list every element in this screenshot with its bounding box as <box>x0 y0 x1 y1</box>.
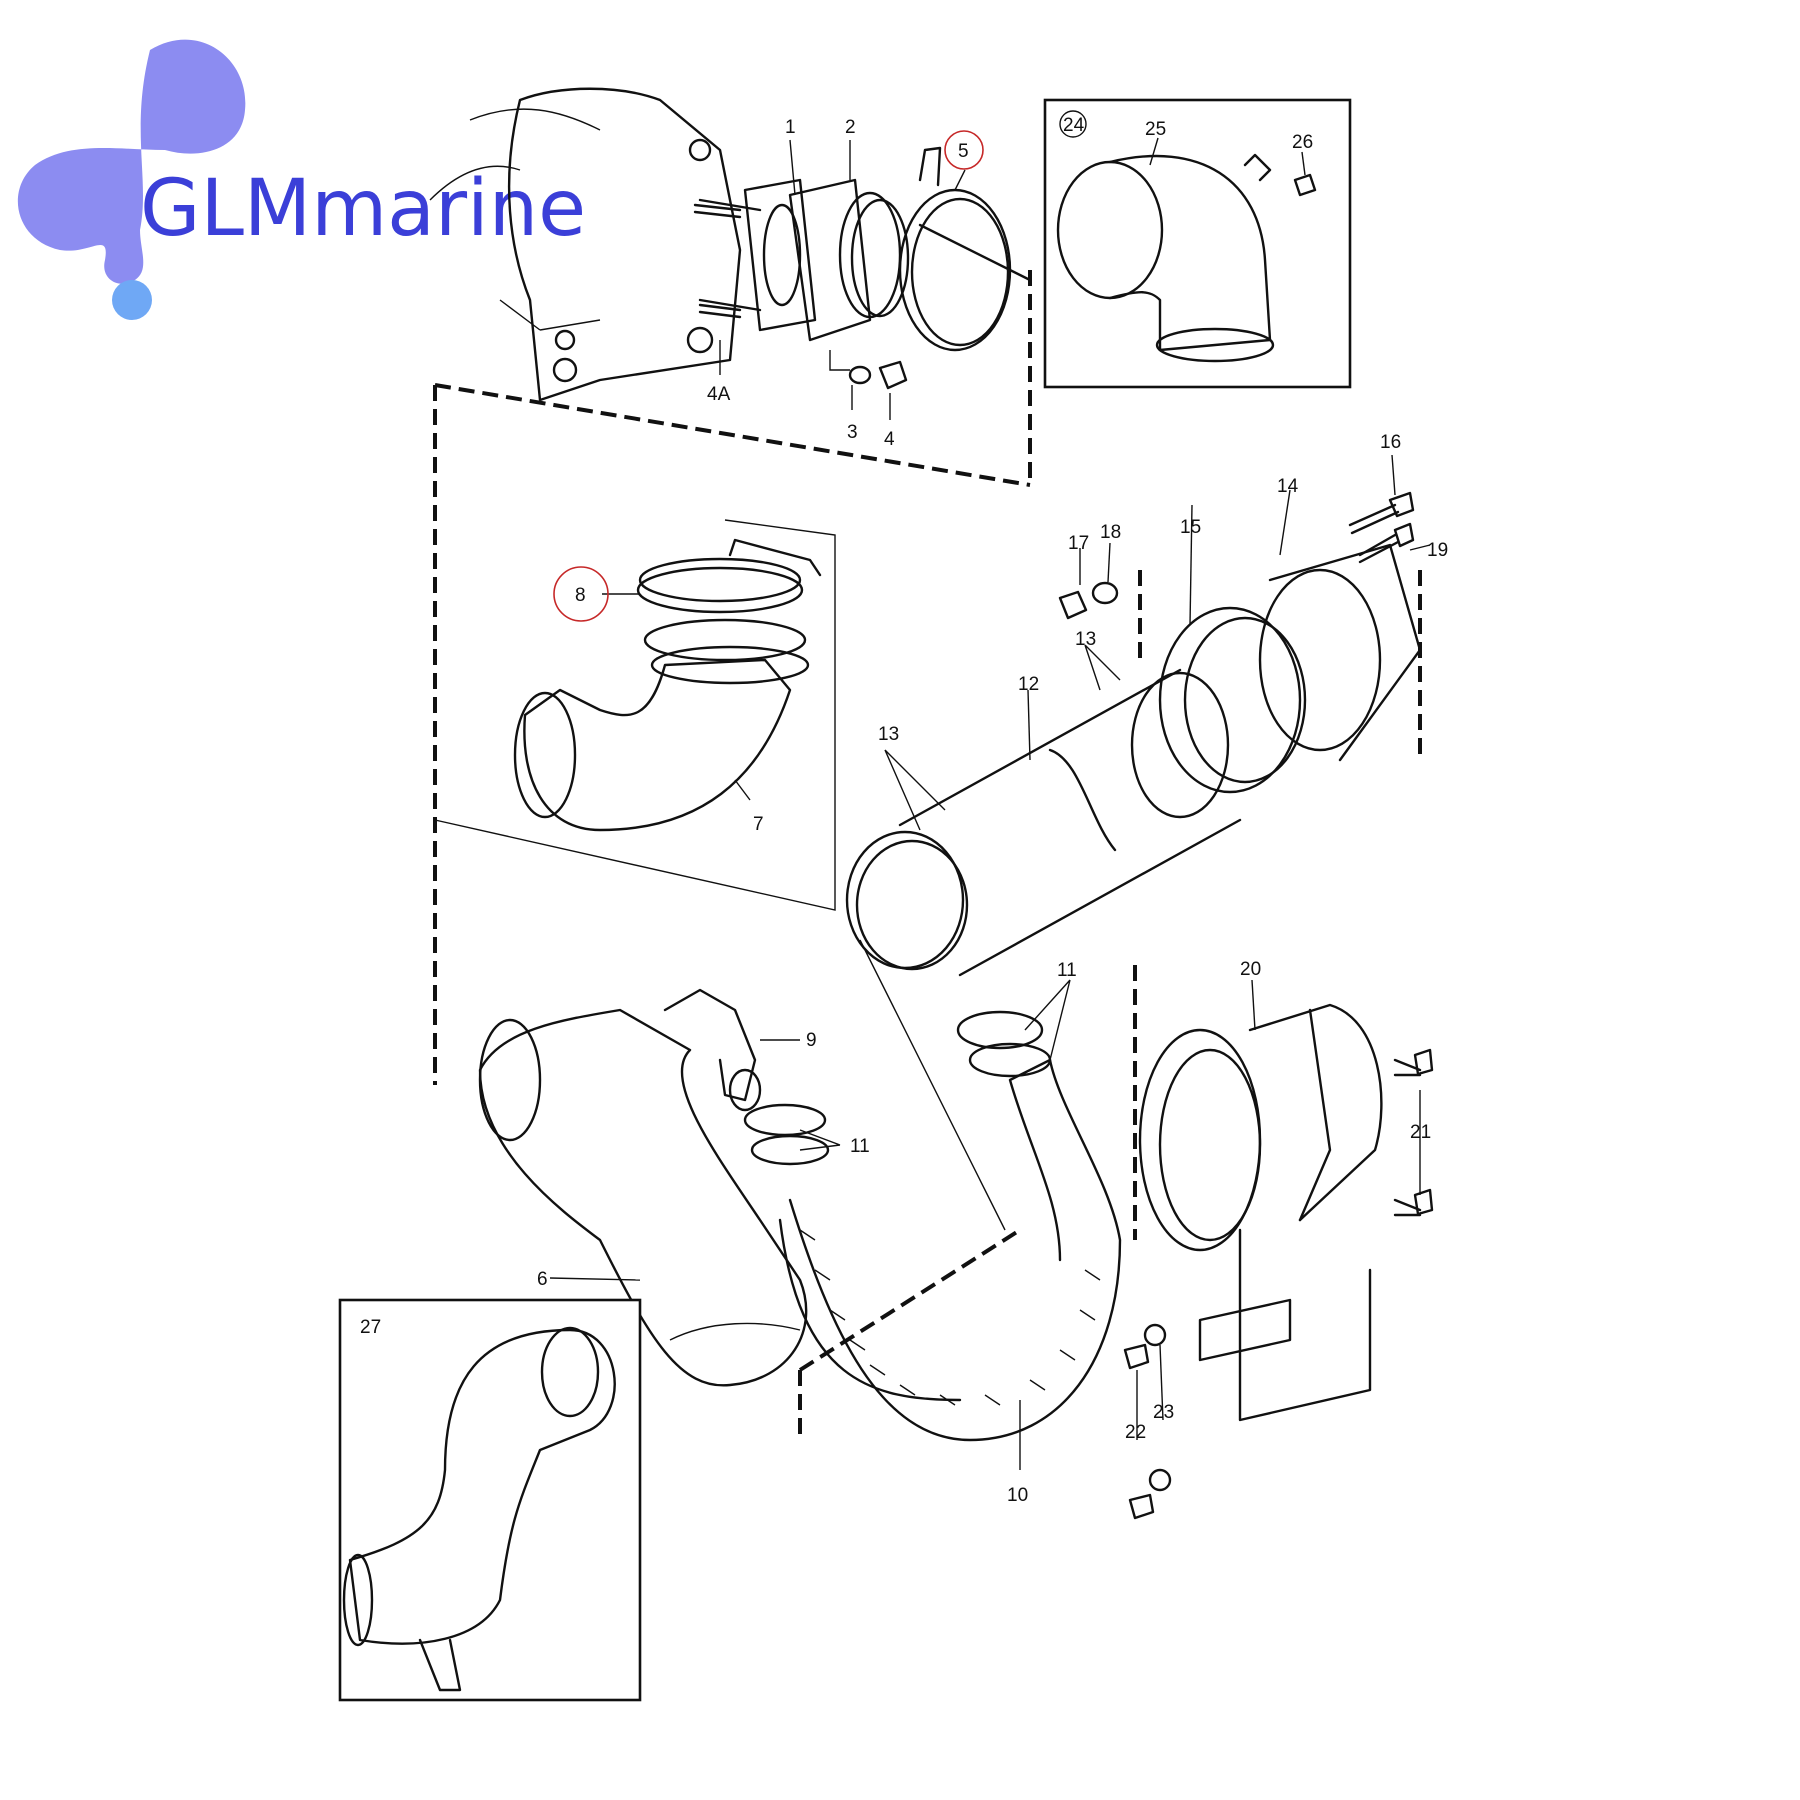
part-hose-clamps-left <box>743 1103 830 1166</box>
frame-line <box>859 939 1006 1231</box>
callout-22: 22 <box>1125 1422 1146 1443</box>
callout-2: 2 <box>845 117 856 138</box>
part-gasket <box>743 178 817 332</box>
logo-blob-shape <box>17 39 246 284</box>
callout-25: 25 <box>1145 119 1166 140</box>
engine-housing-drawing <box>429 87 762 402</box>
callout-19: 19 <box>1427 540 1448 561</box>
part-studs <box>693 203 742 319</box>
callout-18: 18 <box>1100 522 1121 543</box>
part-elbow-fitting-9 <box>663 988 762 1112</box>
callout-4: 4 <box>884 429 895 450</box>
logo-text: GLMmarine <box>140 164 586 254</box>
logo-drop-shape <box>112 280 152 320</box>
leader-lines <box>549 137 1431 1470</box>
callout-20: 20 <box>1240 959 1261 980</box>
callout-5: 5 <box>958 141 969 162</box>
callout-12: 12 <box>1018 674 1039 695</box>
callout-11b: 11 <box>850 1136 870 1157</box>
part-through-hull-20 <box>1138 1003 1383 1422</box>
callout-26: 26 <box>1292 132 1313 153</box>
part-washer-nut <box>829 350 908 390</box>
part-corrugated-hose-10 <box>778 1010 1122 1442</box>
callout-8-highlight-ring <box>553 566 609 622</box>
callout-5-highlight-ring <box>944 130 984 170</box>
callout-21: 21 <box>1410 1122 1431 1143</box>
callout-24: 24 <box>1063 115 1085 136</box>
callout-3: 3 <box>847 422 858 443</box>
callout-7: 7 <box>753 814 764 835</box>
callout-13a: 13 <box>878 724 899 745</box>
dashed-guide <box>798 1228 1022 1372</box>
callout-labels: 1 2 3 4 4A 5 6 7 8 9 10 11 11 12 13 13 1… <box>360 115 1448 1506</box>
part-nuts-washers-22-23 <box>1123 1323 1172 1520</box>
inset-box-27 <box>338 1298 642 1702</box>
part-clamp-5 <box>898 146 1032 352</box>
callout-6: 6 <box>537 1269 548 1290</box>
inset-box-24 <box>1043 98 1352 389</box>
callout-13b: 13 <box>1075 629 1096 650</box>
callout-23: 23 <box>1153 1402 1174 1423</box>
part-bolts-16-19 <box>1348 491 1415 564</box>
dashed-guide <box>434 383 1031 487</box>
callout-8: 8 <box>575 585 586 606</box>
callout-9: 9 <box>806 1030 817 1051</box>
callout-17: 17 <box>1068 533 1089 554</box>
callout-15: 15 <box>1180 517 1201 538</box>
callout-10: 10 <box>1007 1485 1028 1506</box>
callout-16: 16 <box>1380 432 1401 453</box>
callout-27: 27 <box>360 1317 381 1338</box>
brand-logo: GLMmarine <box>17 39 586 320</box>
callout-4a: 4A <box>707 384 731 405</box>
part-hose-assembly <box>845 543 1422 977</box>
part-pipe-6 <box>478 1008 808 1387</box>
part-elbow-7 <box>513 618 810 832</box>
callout-1: 1 <box>785 117 796 138</box>
part-nut-washer-17-18 <box>1058 581 1119 620</box>
callout-14: 14 <box>1277 476 1299 497</box>
callout-11a: 11 <box>1057 960 1077 981</box>
frame-line <box>434 519 836 911</box>
part-flange <box>788 178 910 342</box>
part-clamp-8 <box>636 538 822 614</box>
part-bolts-21 <box>1393 1048 1434 1217</box>
